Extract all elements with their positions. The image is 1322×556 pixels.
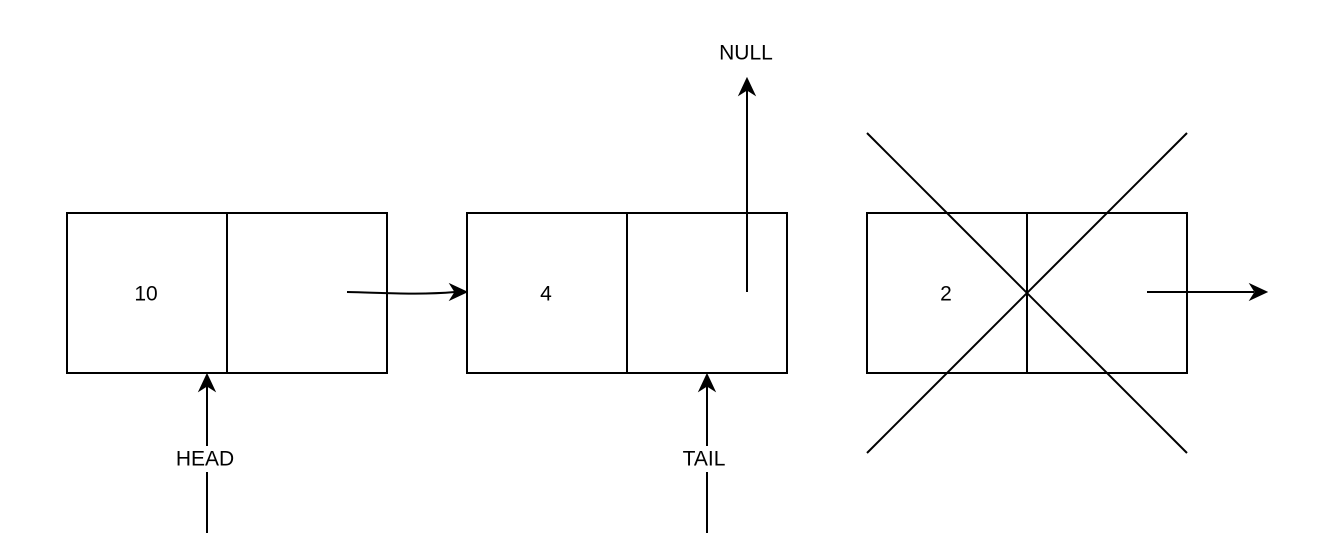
node-2: 4 bbox=[466, 212, 788, 374]
head-label: HEAD bbox=[176, 448, 234, 471]
tail-pointer: TAIL bbox=[674, 372, 736, 533]
node-3-value-cell bbox=[866, 212, 1028, 374]
tail-arrowhead-icon bbox=[697, 372, 717, 393]
node-2-next-cell bbox=[626, 212, 788, 374]
node-2-value-cell bbox=[466, 212, 628, 374]
head-pointer: HEAD bbox=[168, 372, 246, 533]
arrowhead-null-icon bbox=[737, 76, 757, 97]
node-1-value-cell bbox=[66, 212, 228, 374]
node-3-value: 2 bbox=[940, 283, 952, 306]
node-2-value: 4 bbox=[540, 283, 552, 306]
null-label: NULL bbox=[719, 42, 773, 65]
node-3: 2 bbox=[866, 212, 1188, 374]
link-node2-to-null bbox=[737, 76, 757, 292]
link-node1-to-node2 bbox=[346, 282, 469, 302]
arrowhead-node3-next-icon bbox=[1248, 282, 1269, 302]
node-1-value: 10 bbox=[134, 283, 157, 306]
node-1: 10 bbox=[66, 212, 388, 374]
arrowhead-node2-icon bbox=[448, 282, 469, 302]
link-node3-next bbox=[1147, 282, 1269, 302]
head-arrowhead-icon bbox=[197, 372, 217, 393]
deleted-cross-icon bbox=[866, 132, 1188, 454]
tail-label: TAIL bbox=[683, 448, 726, 471]
